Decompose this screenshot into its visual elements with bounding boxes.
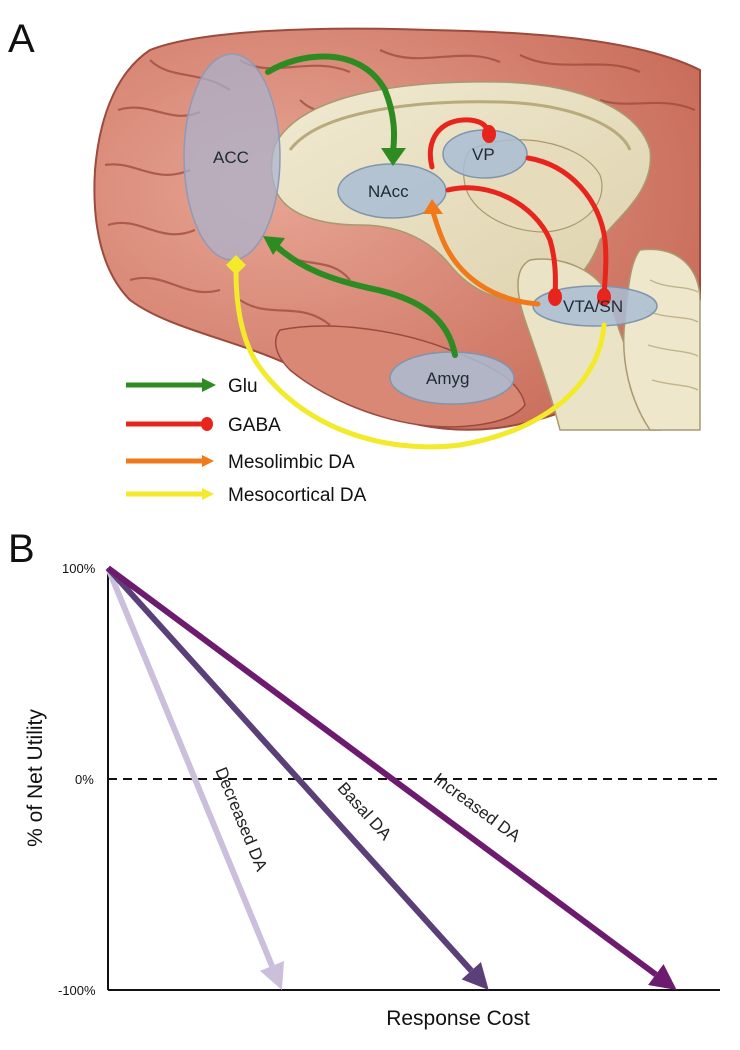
region-labels: ACC NAcc VP VTA/SN Amyg xyxy=(213,145,623,388)
y-tick-minus-100: -100% xyxy=(58,983,96,998)
series-arrowhead-2 xyxy=(648,964,677,990)
series-line-0 xyxy=(105,566,275,968)
x-axis-label: Response Cost xyxy=(386,1007,530,1030)
legend-label-mesocortical: Mesocortical DA xyxy=(228,485,367,506)
gaba-dot-vta-right xyxy=(597,288,611,306)
gaba-dot-vta-left xyxy=(548,288,562,306)
glu-acc-to-nacc xyxy=(265,53,398,155)
gaba-dot-vp xyxy=(482,125,496,143)
mesolimbic-arrowhead xyxy=(423,199,443,214)
mesocortical-vta-to-acc xyxy=(233,269,607,450)
vta-label: VTA/SN xyxy=(563,297,623,316)
acc-label: ACC xyxy=(213,148,249,167)
gaba-vp-to-vta xyxy=(525,155,609,299)
series-label-1: Basal DA xyxy=(334,779,396,845)
legend-item-gaba: GABA xyxy=(126,415,281,436)
y-tick-0: 0% xyxy=(75,772,94,787)
glu-arrowhead-nacc xyxy=(381,148,406,166)
cerebellum xyxy=(622,248,701,431)
net-utility-chart: 100% 0% -100% % of Net Utility Response … xyxy=(24,561,720,1030)
vp-label: VP xyxy=(472,145,495,164)
series-label-0: Decreased DA xyxy=(211,764,271,874)
glu-arrowhead-acc xyxy=(263,236,285,255)
glu-amyg-to-acc xyxy=(272,242,458,358)
nacc-label: NAcc xyxy=(368,182,409,201)
legend: Glu GABA Mesolimbic DA Mesocortical DA xyxy=(126,376,367,506)
amyg-label: Amyg xyxy=(426,369,469,388)
series-line-1 xyxy=(105,565,474,973)
series-arrowhead-1 xyxy=(461,961,489,990)
gaba-nacc-to-vta xyxy=(445,185,558,299)
y-axis-label: % of Net Utility xyxy=(24,709,47,847)
panel-b-label: B xyxy=(8,527,35,571)
y-tick-100: 100% xyxy=(62,561,96,576)
corpus-callosum xyxy=(288,100,632,151)
legend-item-mesocortical: Mesocortical DA xyxy=(126,485,367,506)
legend-label-gaba: GABA xyxy=(228,415,281,436)
mesolimbic-vta-to-nacc xyxy=(430,209,541,307)
series-arrowhead-0 xyxy=(259,961,285,990)
pathways xyxy=(226,53,611,450)
legend-label-glu: Glu xyxy=(228,376,258,397)
gaba-nacc-to-vp xyxy=(427,117,491,170)
series-line-2 xyxy=(106,565,658,977)
mesocortical-arrowhead xyxy=(226,255,246,275)
legend-label-mesolimbic: Mesolimbic DA xyxy=(228,452,355,473)
cerebellum-folds xyxy=(644,279,699,391)
legend-item-glu: Glu xyxy=(126,376,258,397)
legend-item-mesolimbic: Mesolimbic DA xyxy=(126,452,355,473)
series-label-2: Increased DA xyxy=(430,769,525,846)
panel-a-label: A xyxy=(8,17,35,61)
